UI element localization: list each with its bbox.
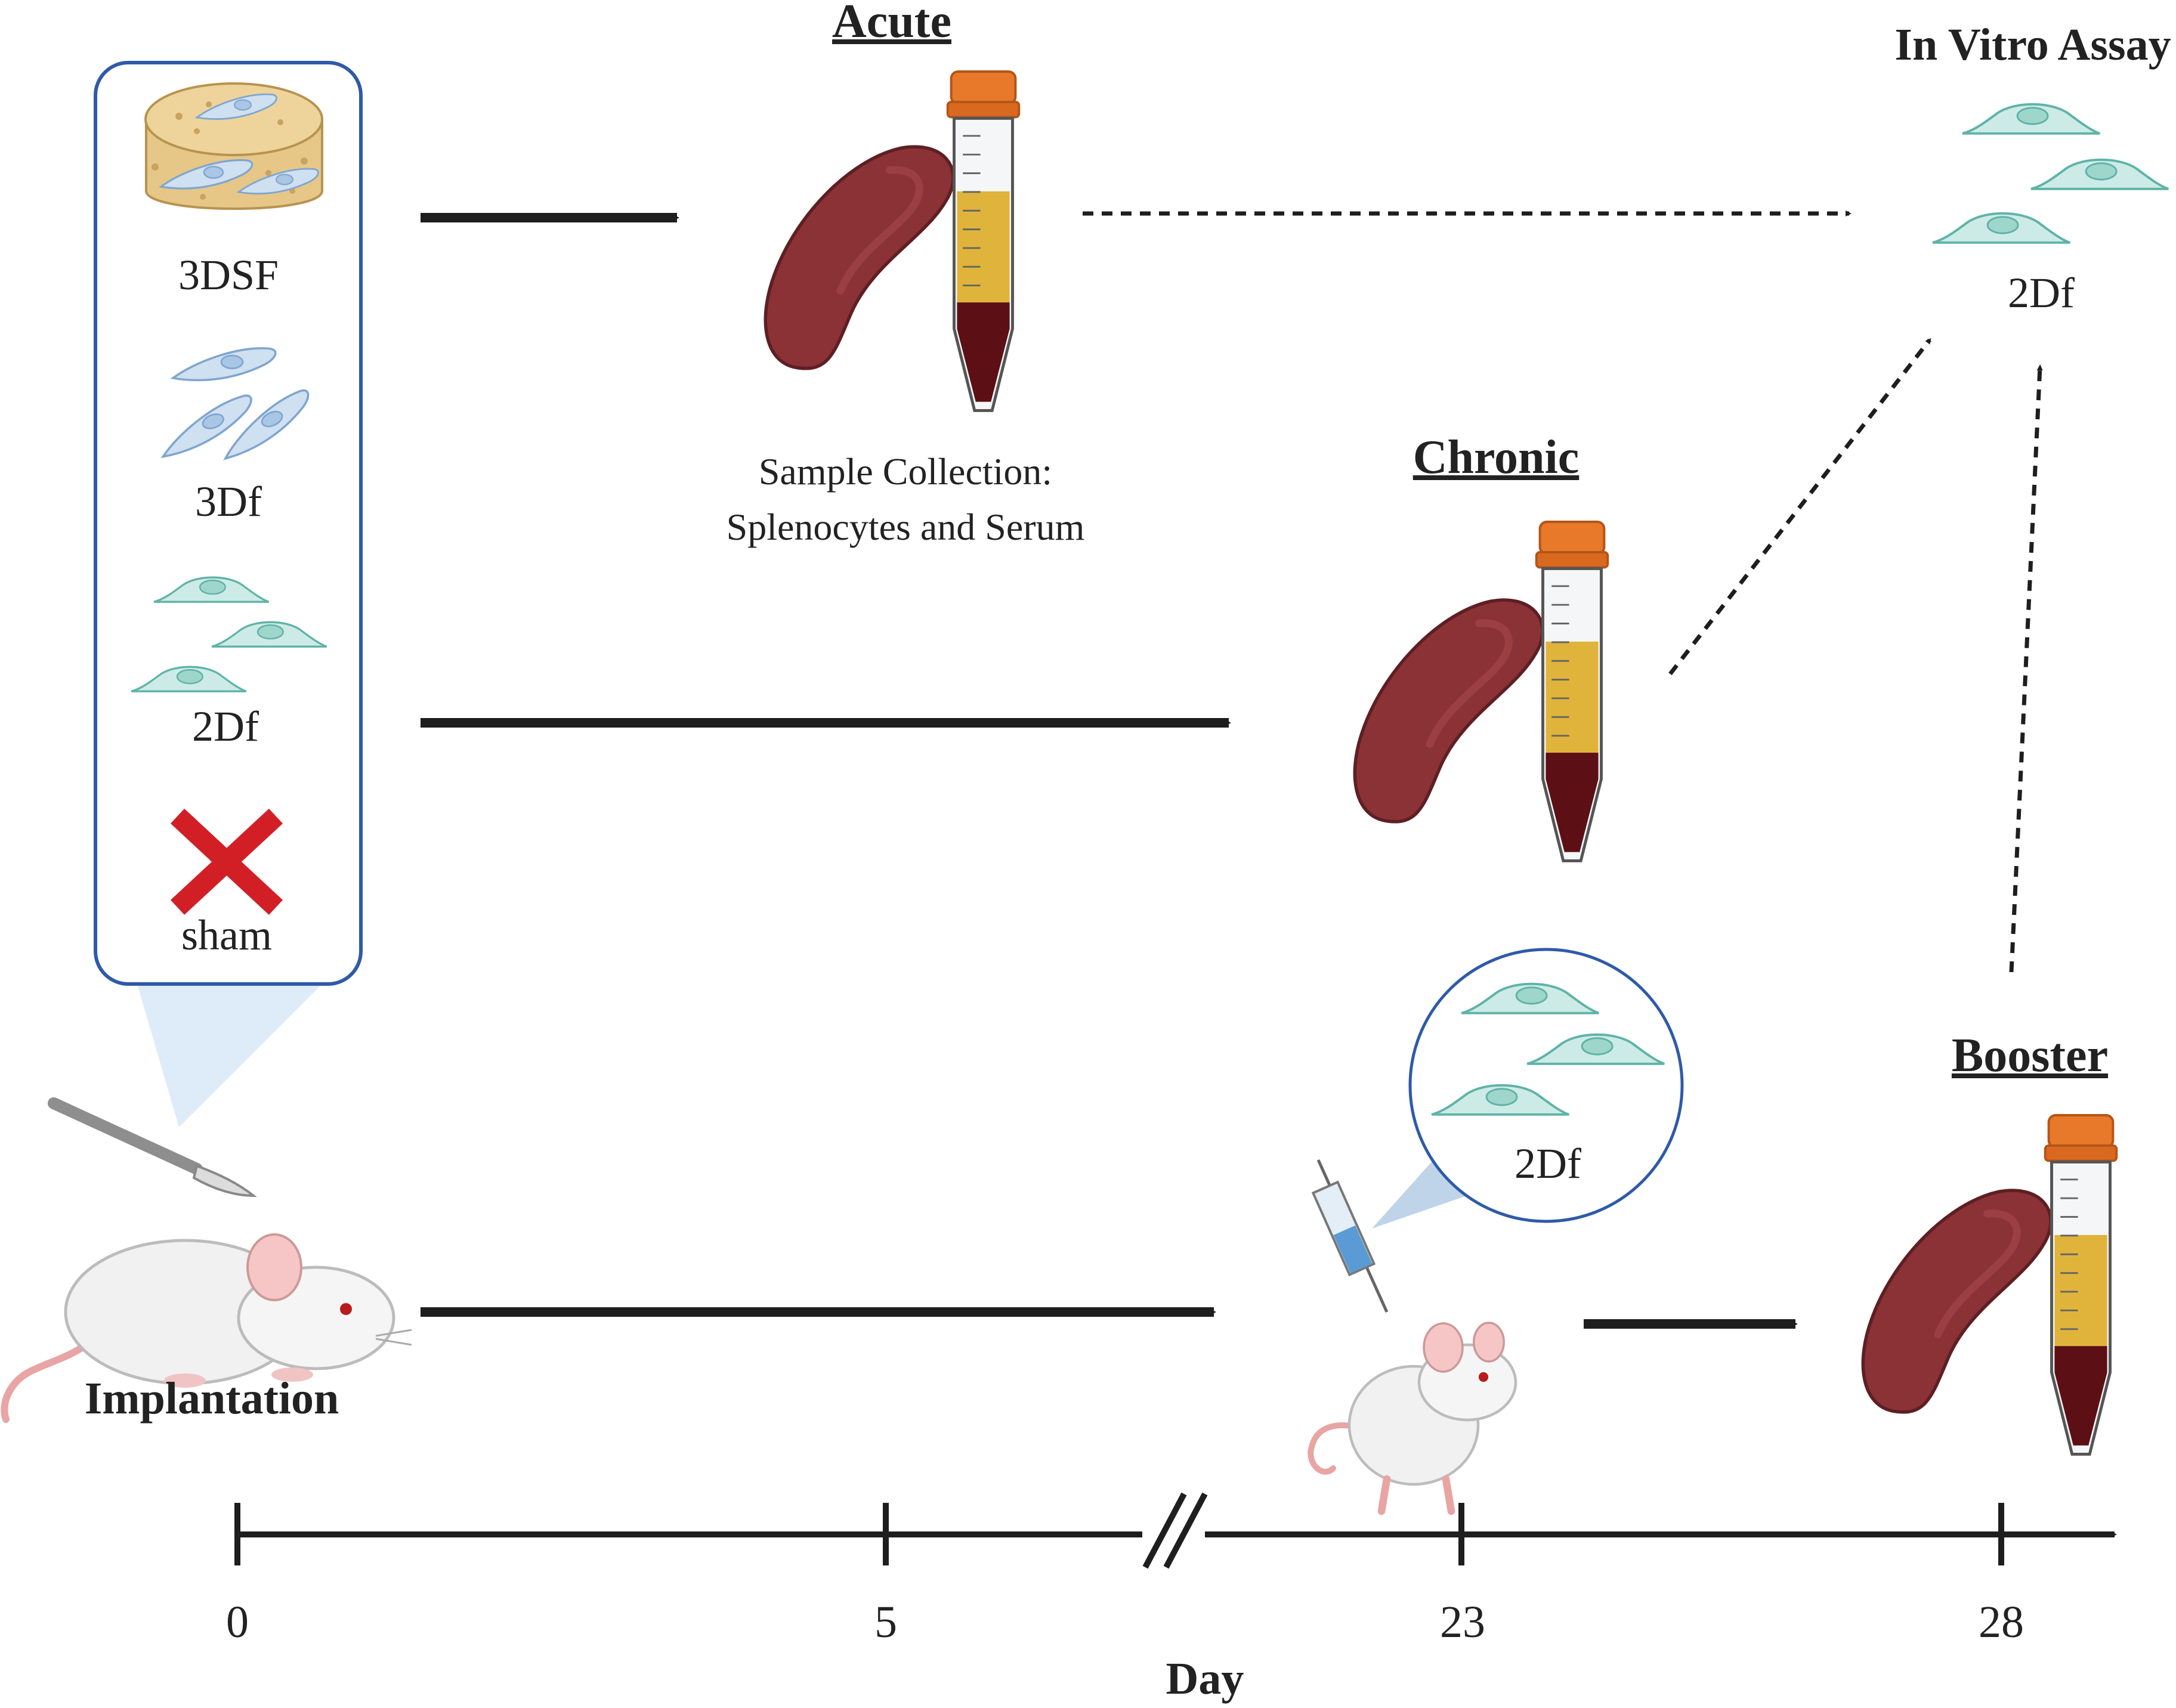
- tick-label-28: 28: [1979, 1597, 2024, 1647]
- tick-label-5: 5: [874, 1597, 897, 1647]
- group-label-3df: 3Df: [195, 478, 262, 525]
- group-label-2df: 2Df: [192, 703, 259, 750]
- scalpel-icon: [48, 1097, 257, 1198]
- panel-callout: [137, 984, 322, 1127]
- arrow-chronic-to-invitro: [1668, 338, 1931, 676]
- group-panel: 3DSF 3Df 2Df sham: [94, 61, 363, 1127]
- mouse-injection-icon: [1310, 1323, 1516, 1511]
- spleen-booster-icon: [1863, 1190, 2051, 1412]
- group-label-sham: sham: [181, 911, 272, 959]
- injection-bubble: [1408, 948, 1684, 1223]
- axis-label-day: Day: [1166, 1654, 1244, 1704]
- invitro-cell-label: 2Df: [2008, 269, 2075, 317]
- group-label-3dsf: 3DSF: [178, 251, 279, 299]
- sample-collection-line2: Splenocytes and Serum: [727, 506, 1085, 548]
- tube-booster-icon: [2045, 1115, 2117, 1454]
- invitro-title: In Vitro Assay: [1894, 20, 2171, 70]
- syringe-icon: [1311, 1159, 1389, 1313]
- tube-chronic-icon: [1537, 522, 1608, 861]
- arrow-booster-to-invitro: [2009, 364, 2043, 973]
- sham-x-icon: [170, 808, 283, 915]
- sample-collection-line1: Sample Collection:: [759, 450, 1052, 493]
- injection-cell-label: 2Df: [1514, 1140, 1581, 1187]
- spleen-chronic-icon: [1355, 600, 1543, 822]
- tick-label-23: 23: [1440, 1597, 1485, 1647]
- timeline: 0 5 23 28 Day: [226, 1492, 2117, 1704]
- invitro-cells-icon: [1931, 103, 2170, 244]
- implantation-label: Implantation: [85, 1373, 339, 1424]
- axis-break-icon: [1142, 1492, 1208, 1569]
- tube-acute-icon: [948, 72, 1019, 410]
- acute-title: Acute: [832, 0, 951, 48]
- spleen-acute-icon: [765, 147, 953, 369]
- panel-border: [94, 61, 363, 986]
- tick-label-0: 0: [226, 1597, 249, 1647]
- chronic-title: Chronic: [1413, 431, 1580, 484]
- booster-title: Booster: [1952, 1029, 2108, 1082]
- scaffold-icon: [144, 82, 323, 210]
